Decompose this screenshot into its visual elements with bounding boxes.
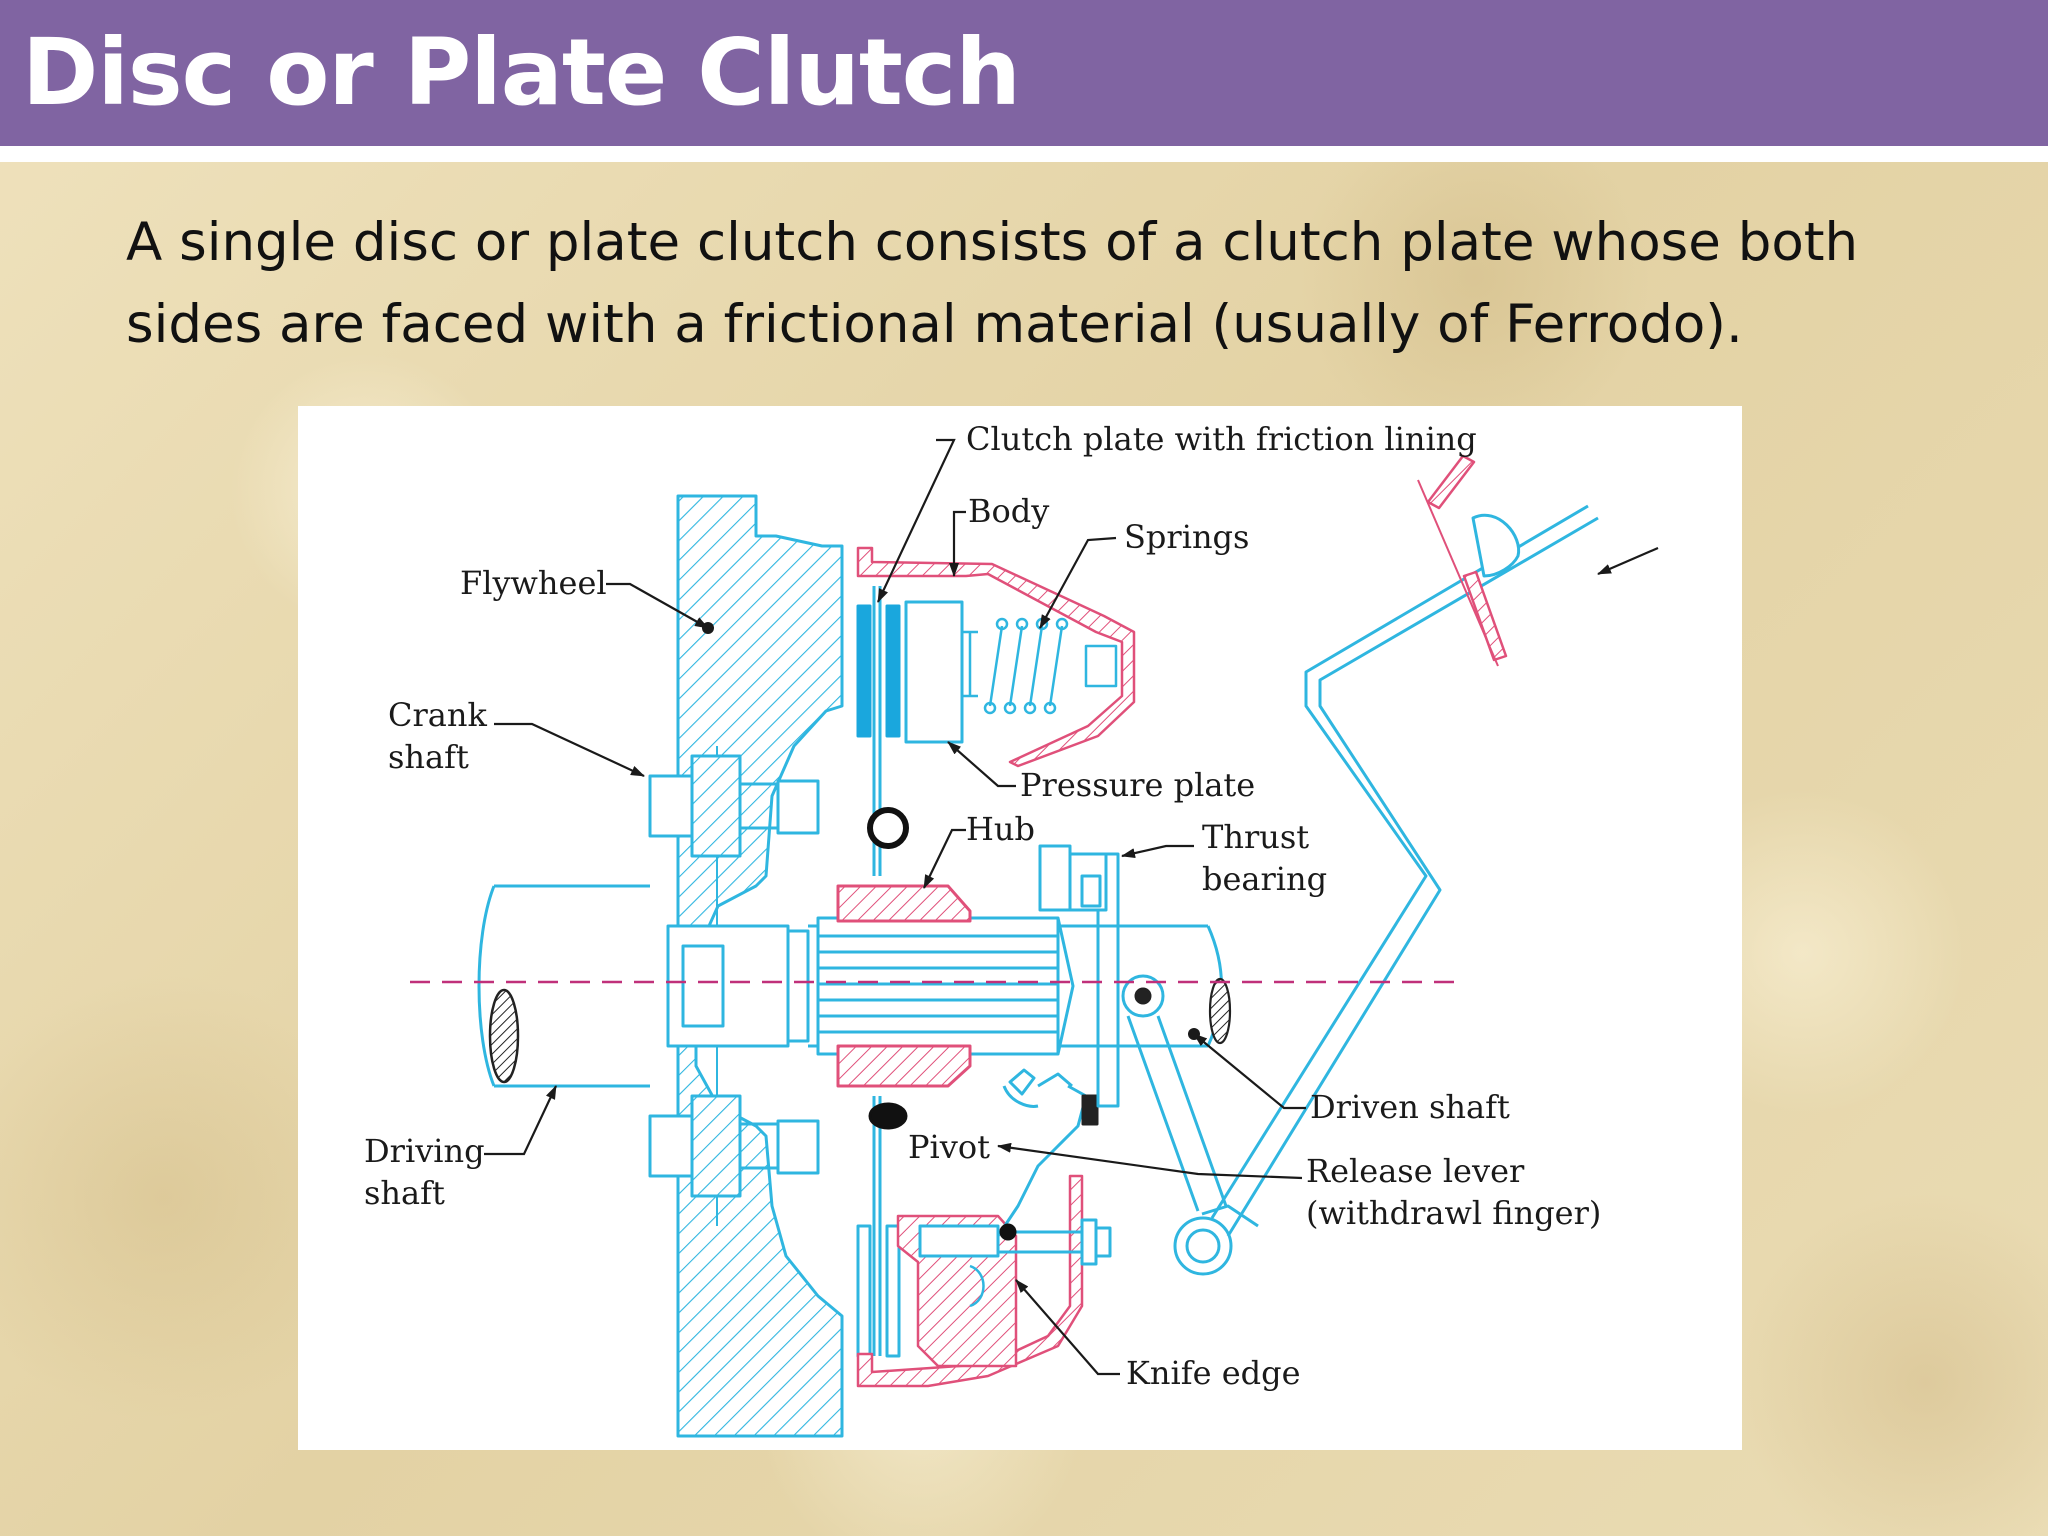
- slide-body-text: A single disc or plate clutch consists o…: [126, 212, 1859, 355]
- label-knife-edge: Knife edge: [1126, 1354, 1301, 1392]
- clutch-diagram: Clutch plate with friction lining Body S…: [298, 406, 1742, 1450]
- label-pivot: Pivot: [908, 1128, 990, 1166]
- label-body: Body: [968, 492, 1049, 530]
- label-springs: Springs: [1124, 518, 1249, 556]
- label-crank-shaft-2: shaft: [388, 738, 469, 776]
- release-lever: [996, 1068, 1099, 1237]
- pressure-plate: [904, 600, 964, 744]
- hub: [836, 884, 972, 1088]
- label-release-lever-1: Release lever: [1306, 1152, 1525, 1190]
- pivot-ring: [867, 807, 1017, 1241]
- label-thrust-bearing-1: Thrust: [1202, 818, 1309, 856]
- spigot-bearing: [666, 924, 810, 1048]
- release-fork: [1121, 504, 1599, 1276]
- knife-edge-block: [896, 1214, 1112, 1368]
- driving-shaft: [477, 884, 650, 1088]
- label-release-lever-2: (withdrawl finger): [1306, 1194, 1601, 1232]
- label-driven-shaft: Driven shaft: [1310, 1088, 1510, 1126]
- label-hub: Hub: [966, 810, 1035, 848]
- clutch-diagram-svg: Clutch plate with friction lining Body S…: [364, 420, 1659, 1438]
- title-underline: [0, 146, 2048, 162]
- slide-title: Disc or Plate Clutch: [22, 19, 1021, 126]
- leader-dots: [702, 622, 1200, 1040]
- label-thrust-bearing-2: bearing: [1202, 860, 1327, 898]
- driven-shaft: [808, 916, 1232, 1056]
- leader-lines: [484, 438, 1659, 1376]
- label-driving-shaft-2: shaft: [364, 1174, 445, 1212]
- label-crank-shaft-1: Crank: [388, 696, 487, 734]
- clutch-pedal: [1417, 454, 1521, 667]
- springs: [962, 617, 1118, 715]
- flange-bolts: [648, 754, 820, 1198]
- label-flywheel: Flywheel: [460, 564, 607, 602]
- label-clutch-plate: Clutch plate with friction lining: [966, 420, 1477, 458]
- clutch-cover: [856, 546, 1136, 1388]
- label-pressure-plate: Pressure plate: [1020, 766, 1255, 804]
- thrust-bearing: [1038, 844, 1120, 1108]
- label-driving-shaft-1: Driving: [364, 1132, 485, 1170]
- title-bar: Disc or Plate Clutch: [0, 0, 2048, 146]
